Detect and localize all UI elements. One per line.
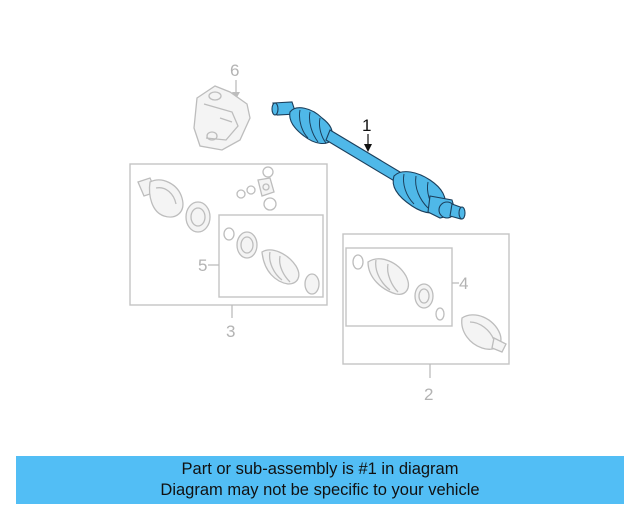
assembly-box-5 [218,214,324,298]
parts-diagram: 6 1 3 [129,61,510,404]
callout-3: 3 [226,322,235,341]
arrow-1 [364,144,372,152]
outer-cv-joint [461,314,507,353]
callout-1: 1 [362,116,371,135]
assembly-box-3 [129,163,328,306]
inner-boot-kit [223,227,320,295]
outer-boot-kit [352,254,445,321]
assembly-box-2 [342,233,510,365]
banner-line-1: Part or sub-assembly is #1 in diagram [181,460,459,478]
callout-2: 2 [424,385,433,404]
banner-line-2: Diagram may not be specific to your vehi… [160,481,480,499]
axle-shaft-assembly [271,101,466,220]
info-banner: Part or sub-assembly is #1 in diagram Di… [16,456,624,504]
mounting-bracket [193,85,251,151]
callout-4: 4 [459,274,468,293]
callout-6: 6 [230,61,239,80]
assembly-box-4 [345,247,453,327]
inner-joint-parts [137,166,277,233]
callout-5: 5 [198,256,207,275]
